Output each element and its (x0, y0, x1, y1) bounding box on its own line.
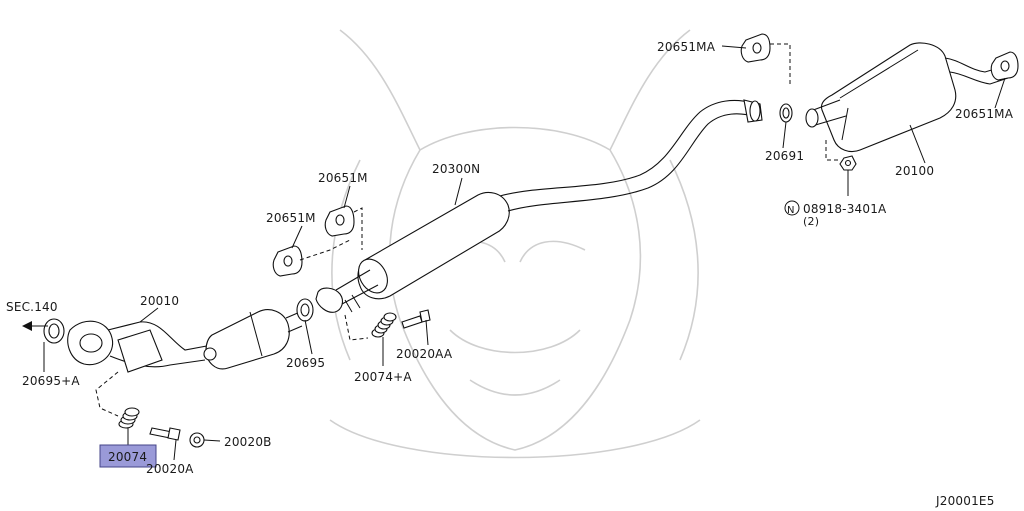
label-20074A[interactable]: 20074+A (354, 370, 412, 384)
label-08918-3401A[interactable]: 08918-3401A (803, 202, 887, 216)
main-muffler-20100[interactable] (805, 42, 1009, 153)
center-pipe-20300N[interactable] (315, 99, 763, 313)
label-20074[interactable]: 20074 (108, 450, 147, 464)
bolt-20020A[interactable] (149, 427, 181, 441)
n-symbol: N (787, 205, 795, 216)
n-symbol-circle (784, 200, 800, 216)
gasket-20695A[interactable] (43, 318, 65, 344)
label-20695A[interactable]: 20695+A (22, 374, 80, 388)
leader-lines (22, 45, 1006, 461)
bolt-20020AA[interactable] (401, 309, 431, 329)
highlight-20074 (99, 444, 157, 468)
mount-insulator-20651MA-right[interactable] (990, 51, 1019, 81)
part-labels: 20651MA 20651MA 20691 20100 N 08918-3401… (6, 40, 1014, 508)
label-20010[interactable]: 20010 (140, 294, 179, 308)
label-20020AA[interactable]: 20020AA (396, 347, 453, 361)
assembly-guides (95, 43, 840, 417)
nut-08918-3401A[interactable] (839, 155, 857, 171)
watermark-emblem (329, 29, 701, 459)
drawing-id: J20001E5 (935, 494, 995, 508)
label-20651MA-top[interactable]: 20651MA (657, 40, 716, 54)
label-20651MA-right[interactable]: 20651MA (955, 107, 1014, 121)
label-20100[interactable]: 20100 (895, 164, 934, 178)
label-20020A[interactable]: 20020A (146, 462, 194, 476)
gasket-20695[interactable] (296, 298, 314, 322)
mount-insulator-20651MA-top[interactable] (740, 33, 771, 63)
mount-insulator-20651M-lower[interactable] (272, 245, 303, 277)
label-20695[interactable]: 20695 (286, 356, 325, 370)
label-sec-140[interactable]: SEC.140 (6, 300, 58, 314)
label-20651M-lower[interactable]: 20651M (266, 211, 316, 225)
spring-20074A[interactable] (371, 312, 397, 338)
label-20691[interactable]: 20691 (765, 149, 804, 163)
gasket-20691[interactable] (779, 103, 793, 123)
front-tube-catalyst-20010[interactable] (67, 309, 303, 373)
label-20651M-upper[interactable]: 20651M (318, 171, 368, 185)
label-20020B[interactable]: 20020B (224, 435, 272, 449)
mount-insulator-20651M-upper[interactable] (324, 205, 355, 237)
nut-20020B[interactable] (189, 432, 205, 448)
spring-20074[interactable] (118, 407, 140, 429)
label-20300N[interactable]: 20300N (432, 162, 480, 176)
label-08918-qty: (2) (803, 215, 819, 228)
